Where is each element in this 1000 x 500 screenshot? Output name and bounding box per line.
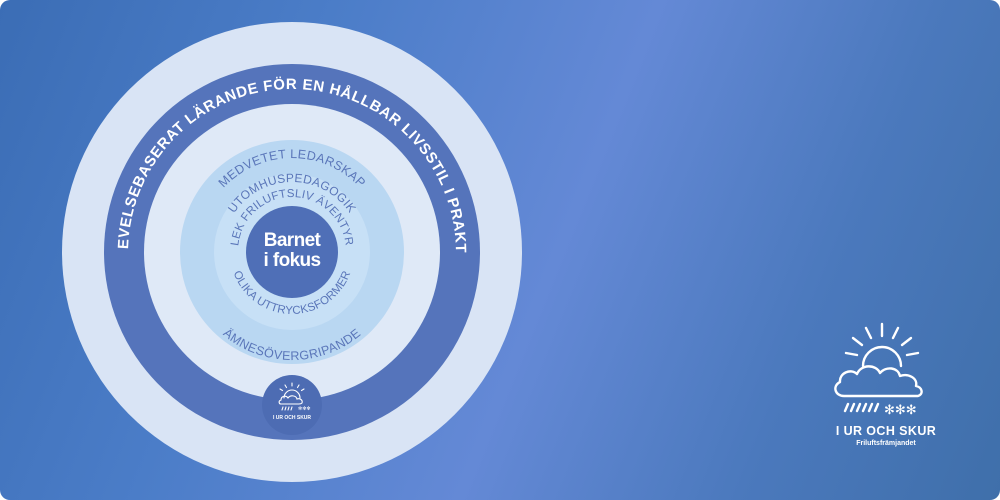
center-title-line1: Barnet bbox=[264, 230, 322, 251]
brand-organization: Friluftsfrämjandet bbox=[856, 440, 916, 447]
sun-cloud-rain-snow-icon: ✻✻✻ bbox=[834, 322, 923, 418]
badge-sun-cloud-icon bbox=[278, 382, 305, 411]
svg-text:✻✻✻: ✻✻✻ bbox=[298, 406, 311, 412]
center-circle bbox=[246, 206, 338, 298]
svg-text:✻✻✻: ✻✻✻ bbox=[884, 403, 917, 418]
brand-logo: ✻✻✻ I UR OCH SKUR Friluftsfrämjandet bbox=[826, 318, 946, 458]
brand-name: I UR OCH SKUR bbox=[835, 424, 937, 438]
badge-logo: ✻✻✻ I UR OCH SKUR bbox=[262, 375, 322, 435]
badge-name: I UR OCH SKUR bbox=[273, 415, 311, 421]
center-title-line2: i fokus bbox=[263, 250, 320, 271]
